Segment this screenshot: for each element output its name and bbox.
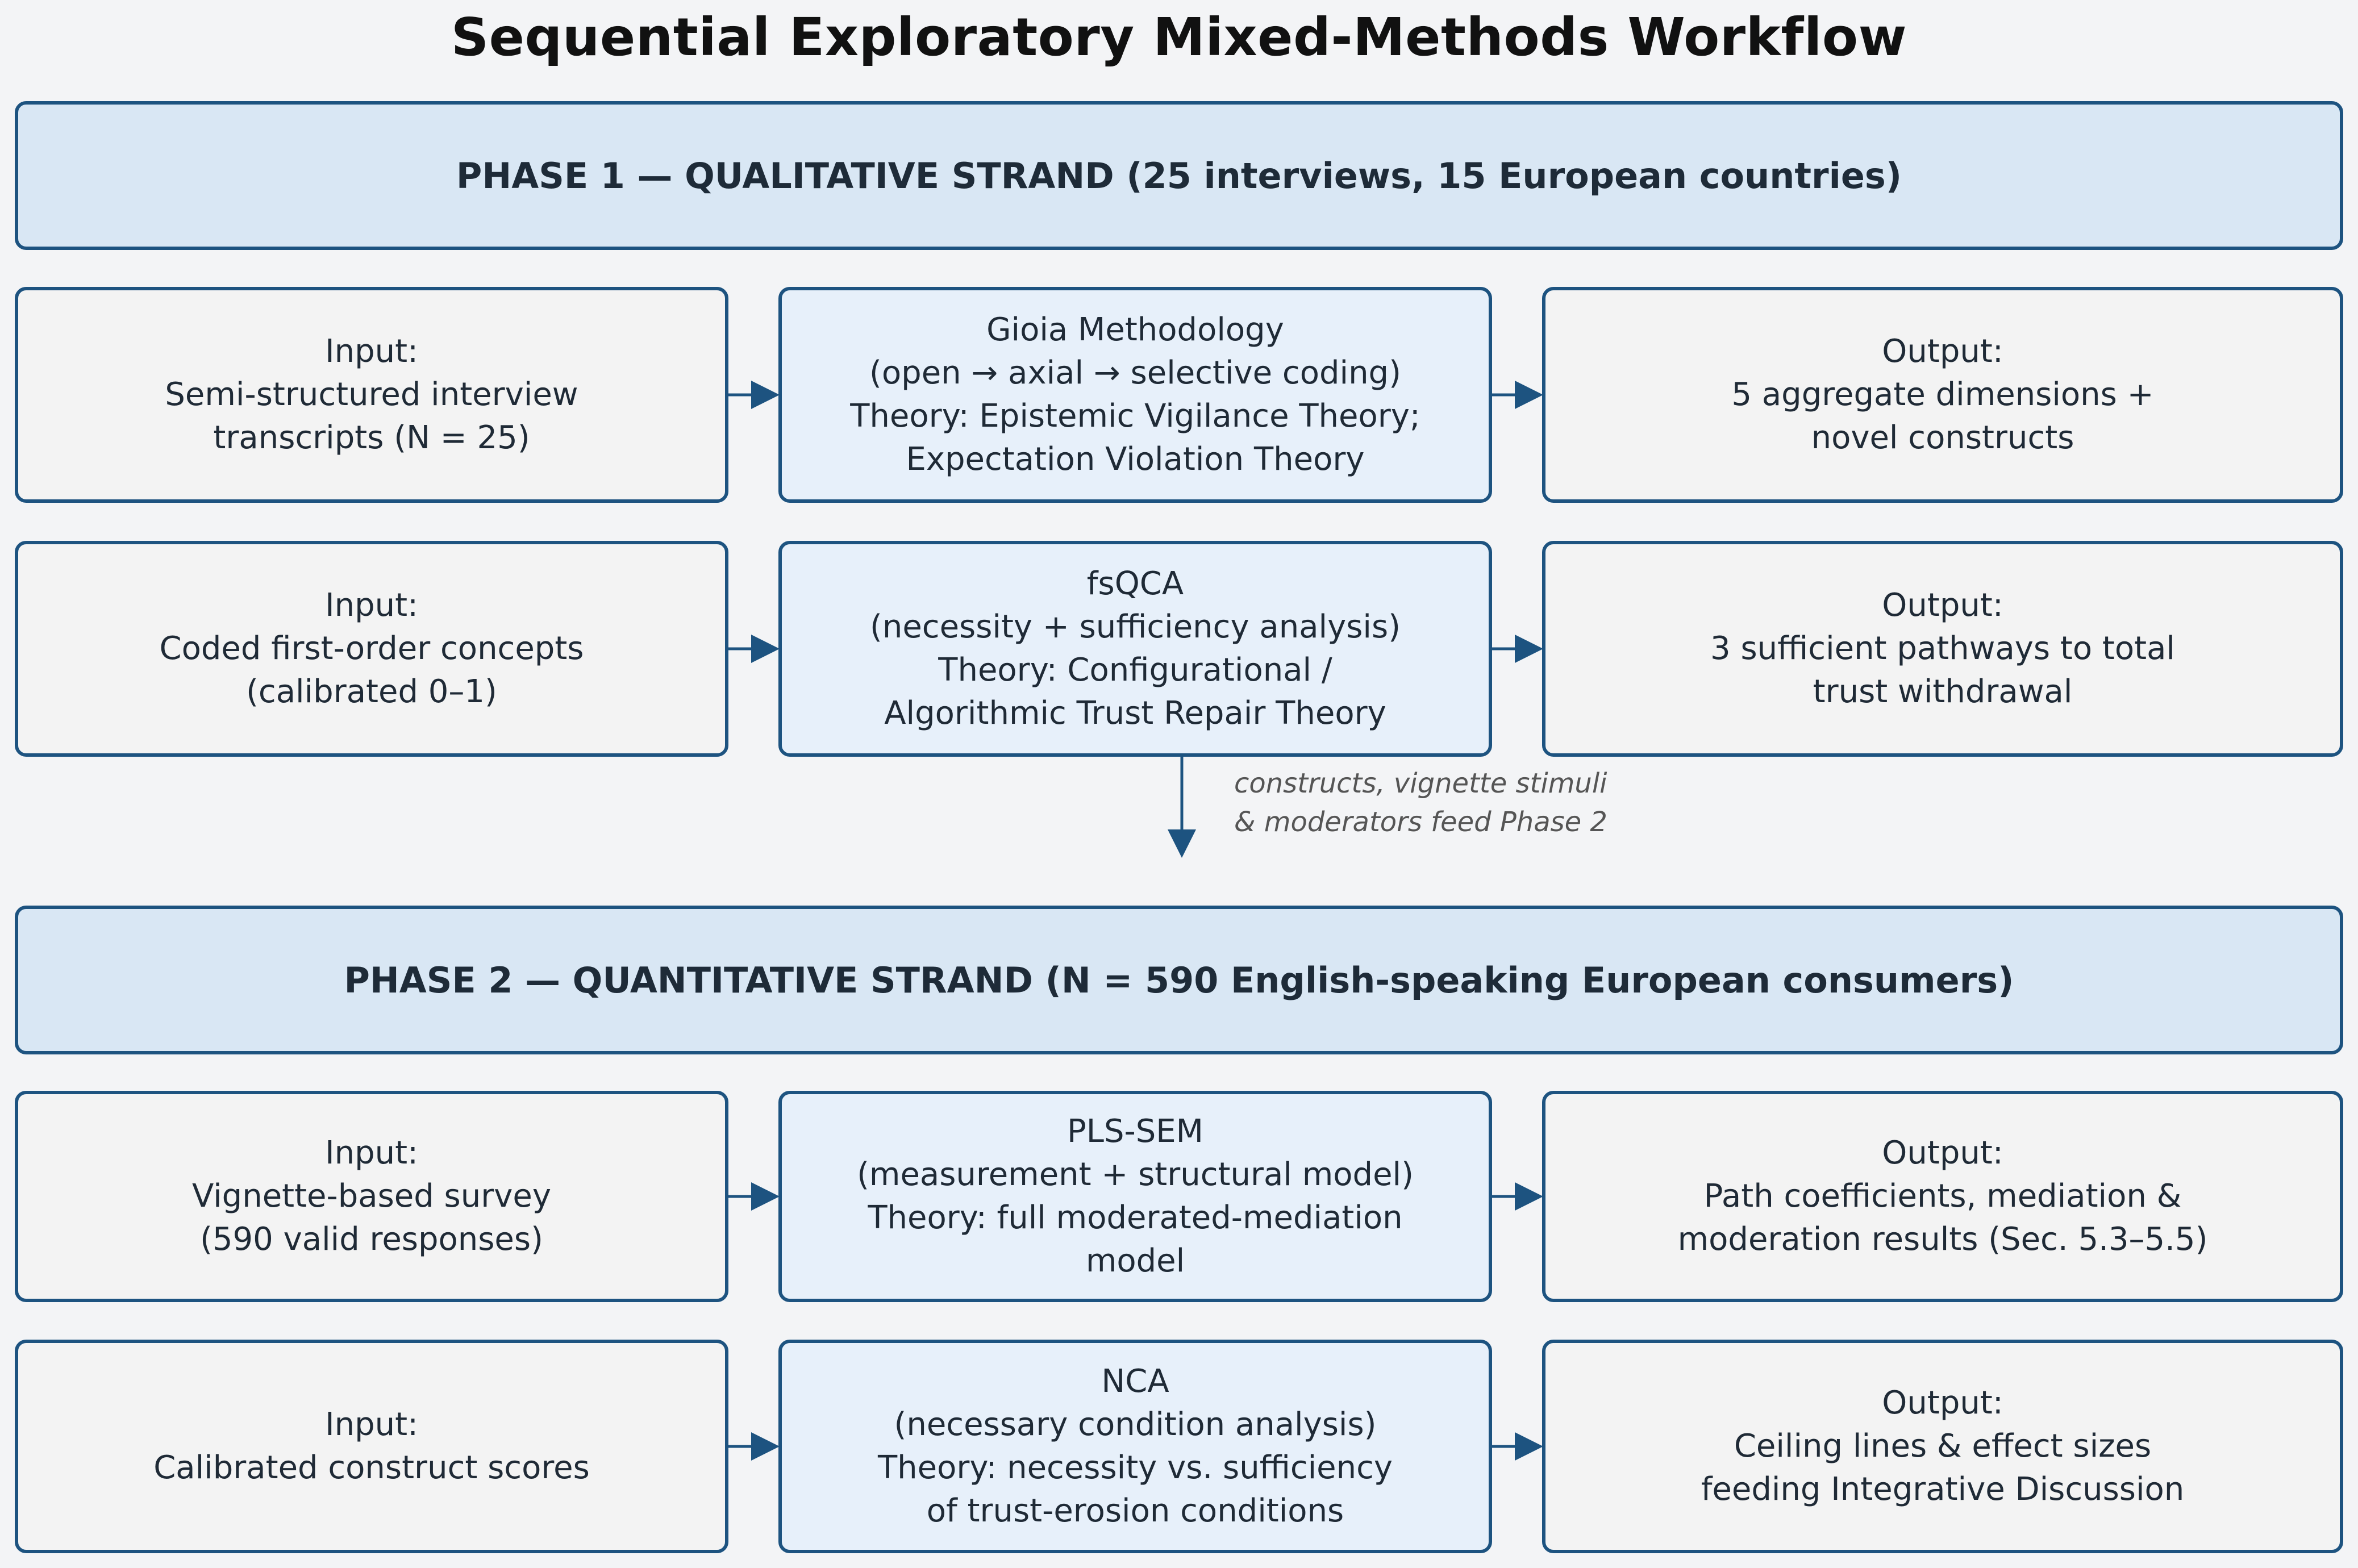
- box-line: NCA: [1101, 1363, 1169, 1400]
- diagram-title: Sequential Exploratory Mixed-Methods Wor…: [451, 7, 1907, 68]
- box-line: Input:: [325, 333, 418, 370]
- box-line: Input:: [325, 587, 418, 624]
- phase-2-row-2-input-box: Input: Calibrated construct scores: [15, 1340, 728, 1553]
- phase-2-row-1-method-box: PLS-SEM (measurement + structural model)…: [778, 1091, 1492, 1302]
- box-line: 3 sufficient pathways to total: [1710, 630, 2175, 667]
- box-line: Path coefficients, mediation &: [1703, 1178, 2182, 1215]
- box-line: Theory: Epistemic Vigilance Theory;: [850, 398, 1420, 435]
- box-line: (measurement + structural model): [857, 1156, 1414, 1193]
- box-line: Output:: [1882, 1135, 2003, 1171]
- box-line: Gioia Methodology: [986, 311, 1284, 348]
- note-line: & moderators feed Phase 2: [1234, 806, 1607, 838]
- box-line: feeding Integrative Discussion: [1701, 1471, 2185, 1508]
- box-line: Input:: [325, 1406, 418, 1443]
- box-line: model: [1085, 1242, 1185, 1279]
- box-line: transcripts (N = 25): [213, 419, 530, 456]
- box-line: PLS-SEM: [1067, 1113, 1203, 1150]
- box-line: Input:: [325, 1135, 418, 1171]
- phase-1-row-1-output-box: Output: 5 aggregate dimensions + novel c…: [1542, 287, 2343, 503]
- box-line: Expectation Violation Theory: [906, 441, 1365, 478]
- phase-1-row-1-method-box: Gioia Methodology (open → axial → select…: [778, 287, 1492, 503]
- phase-2-row-1-output-box: Output: Path coefficients, mediation & m…: [1542, 1091, 2343, 1302]
- box-line: 5 aggregate dimensions +: [1731, 376, 2154, 413]
- box-line: moderation results (Sec. 5.3–5.5): [1677, 1221, 2208, 1258]
- box-line: Vignette-based survey: [192, 1178, 551, 1215]
- box-line: Ceiling lines & effect sizes: [1734, 1428, 2152, 1465]
- box-line: Output:: [1882, 1384, 2003, 1421]
- note-line: constructs, vignette stimuli: [1234, 768, 1607, 799]
- box-line: (necessary condition analysis): [894, 1406, 1377, 1443]
- box-line: Theory: full moderated-mediation: [868, 1199, 1403, 1236]
- box-line: Output:: [1882, 333, 2003, 370]
- box-line: Semi-structured interview: [165, 376, 578, 413]
- box-line: Output:: [1882, 587, 2003, 624]
- phase-2-banner: PHASE 2 — QUANTITATIVE STRAND (N = 590 E…: [15, 906, 2343, 1054]
- box-line: Theory: Configurational /: [938, 652, 1332, 689]
- phase-1-banner: PHASE 1 — QUALITATIVE STRAND (25 intervi…: [15, 101, 2343, 250]
- box-line: (calibrated 0–1): [246, 673, 497, 710]
- phase-2-row-1-input-box: Input: Vignette-based survey (590 valid …: [15, 1091, 728, 1302]
- box-line: Coded first-order concepts: [159, 630, 584, 667]
- box-line: trust withdrawal: [1813, 673, 2073, 710]
- box-line: (590 valid responses): [200, 1221, 543, 1258]
- box-line: Calibrated construct scores: [153, 1449, 590, 1486]
- phase-transition-note: constructs, vignette stimuli & moderator…: [1234, 764, 1607, 841]
- box-line: of trust-erosion conditions: [926, 1492, 1344, 1529]
- box-line: Algorithmic Trust Repair Theory: [884, 695, 1386, 732]
- box-line: (necessity + sufficiency analysis): [870, 608, 1401, 645]
- phase-1-row-2-output-box: Output: 3 sufficient pathways to total t…: [1542, 541, 2343, 757]
- phase-1-row-2-input-box: Input: Coded first-order concepts (calib…: [15, 541, 728, 757]
- box-line: fsQCA: [1086, 565, 1184, 602]
- phase-2-row-2-output-box: Output: Ceiling lines & effect sizes fee…: [1542, 1340, 2343, 1553]
- box-line: novel constructs: [1811, 419, 2074, 456]
- box-line: Theory: necessity vs. sufficiency: [877, 1449, 1393, 1486]
- phase-2-row-2-method-box: NCA (necessary condition analysis) Theor…: [778, 1340, 1492, 1553]
- box-line: (open → axial → selective coding): [869, 355, 1401, 391]
